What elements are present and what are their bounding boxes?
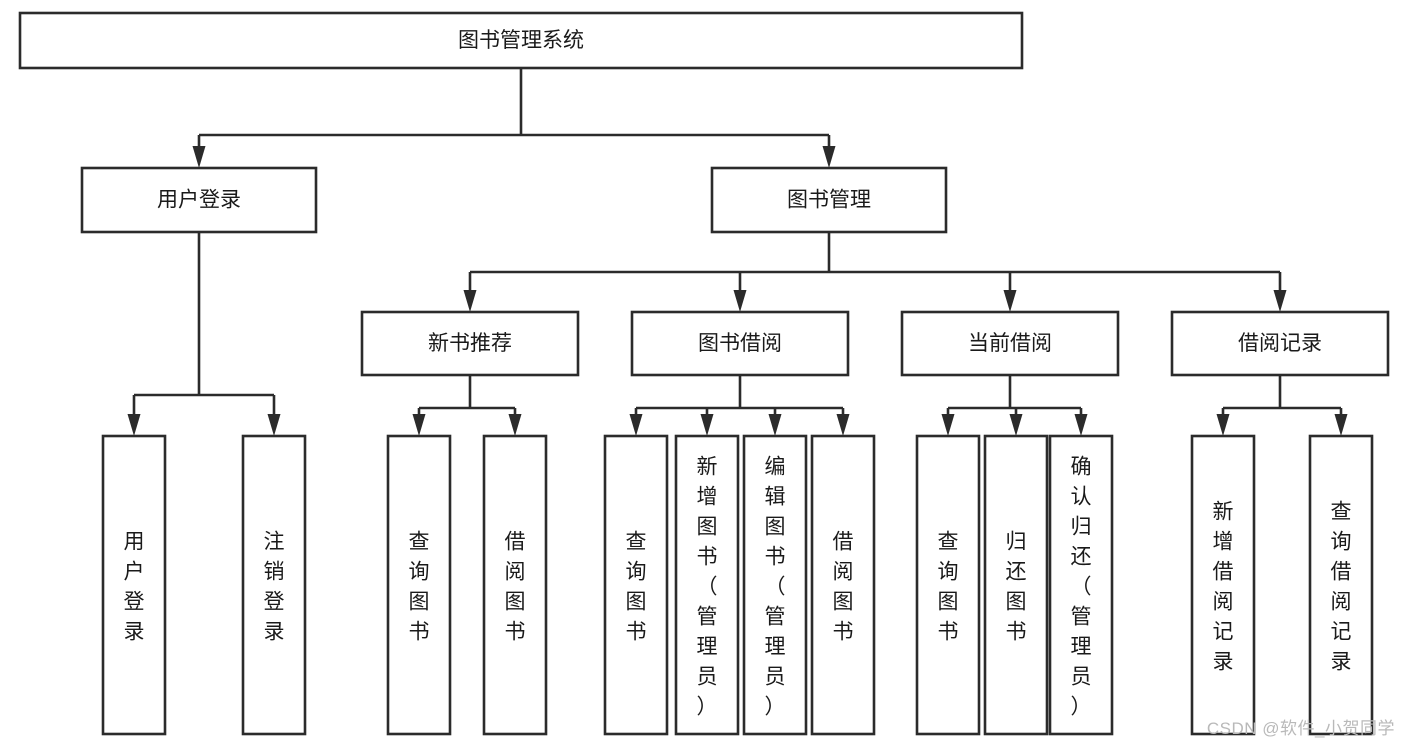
arrow-head-icon xyxy=(463,290,477,312)
node-box[interactable] xyxy=(710,166,948,234)
node-leaf-query-book-current[interactable]: 查询图书 xyxy=(915,434,981,736)
watermark-text: CSDN @软件_小贺同学 xyxy=(1206,719,1395,738)
node-box[interactable] xyxy=(1170,310,1390,377)
node-box[interactable] xyxy=(482,434,548,736)
arrow-head-icon xyxy=(700,414,714,436)
node-borrow-record[interactable]: 借阅记录 xyxy=(1170,310,1390,377)
arrow-head-icon xyxy=(412,414,426,436)
node-label: 用户登录 xyxy=(157,189,241,212)
node-label: 用户登录 xyxy=(124,530,145,643)
node-label: 借阅记录 xyxy=(1238,332,1322,355)
node-box[interactable] xyxy=(18,11,1024,70)
node-leaf-logout-login[interactable]: 注销登录 xyxy=(241,434,307,736)
node-label: 编辑图书（管理员） xyxy=(765,455,786,718)
node-leaf-query-book-borrow[interactable]: 查询图书 xyxy=(603,434,669,736)
node-book-manage[interactable]: 图书管理 xyxy=(710,166,948,234)
node-label: 归还图书 xyxy=(1006,530,1027,643)
node-label: 查询图书 xyxy=(626,530,647,643)
connector-group-book-manage xyxy=(463,232,1287,312)
node-box[interactable] xyxy=(983,434,1049,736)
arrow-head-icon xyxy=(733,290,747,312)
node-box[interactable] xyxy=(742,434,808,736)
node-box[interactable] xyxy=(603,434,669,736)
node-label: 图书管理系统 xyxy=(458,29,584,52)
arrow-head-icon xyxy=(1334,414,1348,436)
arrow-head-icon xyxy=(1216,414,1230,436)
node-leaf-confirm-return-admin[interactable]: 确认归还（管理员） xyxy=(1048,434,1114,736)
arrow-head-icon xyxy=(941,414,955,436)
node-leaf-query-borrow-record[interactable]: 查询借阅记录 xyxy=(1308,434,1374,736)
connector-group-new-book-recommend xyxy=(412,375,522,436)
node-layer: 图书管理系统用户登录图书管理新书推荐图书借阅当前借阅借阅记录用户登录注销登录查询… xyxy=(18,11,1390,736)
node-book-borrow[interactable]: 图书借阅 xyxy=(630,310,850,377)
node-box[interactable] xyxy=(674,434,740,736)
connector-group-root xyxy=(192,68,836,168)
node-box[interactable] xyxy=(630,310,850,377)
arrow-head-icon xyxy=(1009,414,1023,436)
connector-group-borrow-record xyxy=(1216,375,1348,436)
node-label: 图书管理 xyxy=(787,189,871,212)
arrow-head-icon xyxy=(836,414,850,436)
node-current-borrow[interactable]: 当前借阅 xyxy=(900,310,1120,377)
arrow-head-icon xyxy=(508,414,522,436)
node-label: 新书推荐 xyxy=(428,332,512,355)
node-box[interactable] xyxy=(101,434,167,736)
node-label: 借阅图书 xyxy=(505,530,526,643)
arrow-head-icon xyxy=(192,146,206,168)
node-label: 查询图书 xyxy=(938,530,959,643)
node-box[interactable] xyxy=(915,434,981,736)
node-box[interactable] xyxy=(241,434,307,736)
node-leaf-borrow-book-rec[interactable]: 借阅图书 xyxy=(482,434,548,736)
node-label: 查询图书 xyxy=(409,530,430,643)
node-leaf-return-book[interactable]: 归还图书 xyxy=(983,434,1049,736)
arrow-head-icon xyxy=(768,414,782,436)
node-label: 图书借阅 xyxy=(698,332,782,355)
node-label: 查询借阅记录 xyxy=(1331,500,1352,673)
connector-group-book-borrow xyxy=(629,375,850,436)
node-root[interactable]: 图书管理系统 xyxy=(18,11,1024,70)
arrow-head-icon xyxy=(127,414,141,436)
node-leaf-add-borrow-record[interactable]: 新增借阅记录 xyxy=(1190,434,1256,736)
node-leaf-edit-book-admin[interactable]: 编辑图书（管理员） xyxy=(742,434,808,736)
arrow-head-icon xyxy=(1074,414,1088,436)
node-label: 借阅图书 xyxy=(833,530,854,643)
arrow-head-icon xyxy=(1273,290,1287,312)
connector-layer xyxy=(127,68,1348,436)
node-label: 注销登录 xyxy=(264,530,285,643)
node-new-book-recommend[interactable]: 新书推荐 xyxy=(360,310,580,377)
arrow-head-icon xyxy=(629,414,643,436)
node-leaf-borrow-book[interactable]: 借阅图书 xyxy=(810,434,876,736)
node-leaf-user-login[interactable]: 用户登录 xyxy=(101,434,167,736)
node-label: 确认归还（管理员） xyxy=(1071,455,1092,718)
node-label: 新增图书（管理员） xyxy=(697,455,718,718)
node-label: 新增借阅记录 xyxy=(1213,500,1234,673)
node-box[interactable] xyxy=(386,434,452,736)
node-box[interactable] xyxy=(1048,434,1114,736)
node-user-login[interactable]: 用户登录 xyxy=(80,166,318,234)
node-box[interactable] xyxy=(810,434,876,736)
arrow-head-icon xyxy=(267,414,281,436)
node-leaf-add-book-admin[interactable]: 新增图书（管理员） xyxy=(674,434,740,736)
node-label: 当前借阅 xyxy=(968,332,1052,355)
node-box[interactable] xyxy=(900,310,1120,377)
node-box[interactable] xyxy=(360,310,580,377)
node-box[interactable] xyxy=(1190,434,1256,736)
node-leaf-query-book-rec[interactable]: 查询图书 xyxy=(386,434,452,736)
connector-group-user-login xyxy=(127,232,281,436)
connector-group-current-borrow xyxy=(941,375,1088,436)
node-box[interactable] xyxy=(1308,434,1374,736)
arrow-head-icon xyxy=(822,146,836,168)
node-box[interactable] xyxy=(80,166,318,234)
arrow-head-icon xyxy=(1003,290,1017,312)
